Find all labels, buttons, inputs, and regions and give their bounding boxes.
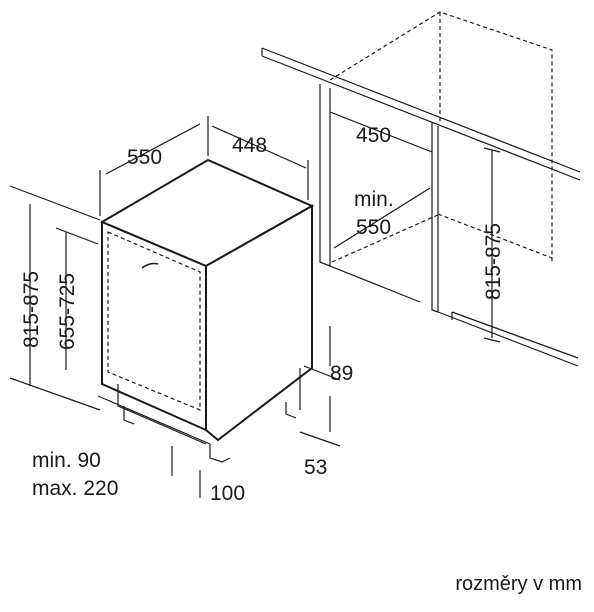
dim-plinth-89: 89 bbox=[330, 362, 353, 385]
dim-min-label: min. bbox=[354, 188, 394, 211]
dim-appliance-body-height: 655-725 bbox=[56, 273, 79, 350]
dim-plinth-depth-100: 100 bbox=[210, 482, 245, 505]
dim-foot-53: 53 bbox=[304, 456, 327, 479]
dim-cabinet-height: 815-875 bbox=[482, 223, 505, 300]
cabinet-niche bbox=[261, 11, 581, 367]
dishwasher-body bbox=[99, 158, 315, 463]
dimension-lines bbox=[9, 111, 501, 498]
dim-448-width: 448 bbox=[232, 134, 267, 157]
dim-450-cabinet-width: 450 bbox=[356, 124, 391, 147]
units-caption: rozměry v mm bbox=[455, 573, 582, 595]
dim-appliance-height: 815-875 bbox=[20, 271, 43, 348]
dim-plinth-min: min. 90 bbox=[32, 449, 101, 472]
dim-min-550-depth: 550 bbox=[356, 216, 391, 239]
dim-plinth-max: max. 220 bbox=[32, 477, 118, 500]
dim-550-depth: 550 bbox=[127, 146, 162, 169]
